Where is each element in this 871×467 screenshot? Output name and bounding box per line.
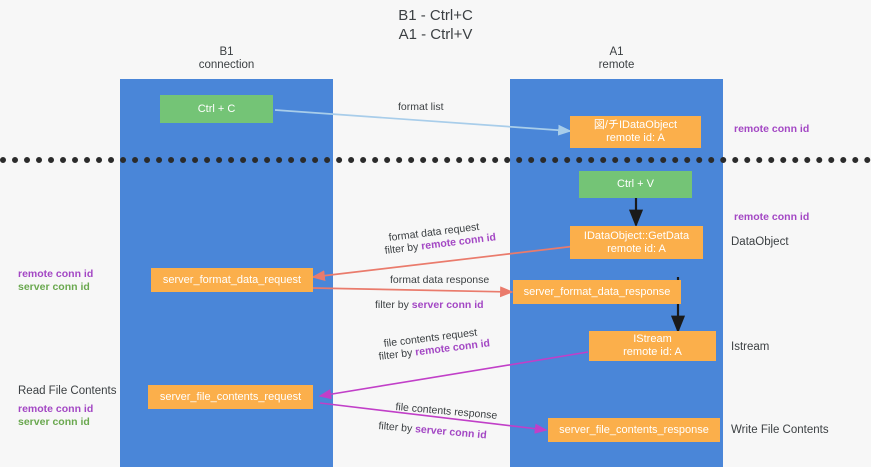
swimlane-header-b1: B1 connection	[120, 46, 333, 72]
swimlane-b1-name: B1	[219, 46, 234, 58]
node-ctrl-c[interactable]: Ctrl + C	[160, 95, 273, 123]
swimlane-b1-role: connection	[198, 59, 255, 71]
node-server-file-contents-request-label: server_file_contents_request	[159, 390, 302, 403]
node-istream-remote-id: remote id: A	[623, 346, 682, 358]
node-idataobject-getdata[interactable]: IDataObject::GetData remote id: A	[570, 226, 703, 259]
filter-by-text-2: filter by	[375, 299, 409, 311]
node-idataobject[interactable]: 図/チIDataObject remote id: A	[570, 116, 701, 148]
edge-label-format-list: format list	[398, 101, 444, 113]
node-server-format-data-request-label: server_format_data_request	[162, 273, 302, 286]
arrow-format-data-response	[312, 286, 514, 298]
server-conn-id-text-2: server conn id	[411, 299, 484, 311]
node-idataobject-label: 図/チIDataObject	[593, 119, 678, 131]
server-conn-id-text-4: server conn id	[414, 423, 488, 442]
node-server-file-contents-request[interactable]: server_file_contents_request	[148, 385, 313, 409]
title-line-2: A1 - Ctrl+V	[398, 26, 473, 43]
diagram-title: B1 - Ctrl+C A1 - Ctrl+V	[0, 6, 871, 44]
annotation-right-dataobject: DataObject	[731, 236, 789, 248]
node-istream[interactable]: IStream remote id: A	[589, 331, 716, 361]
edge-label-file-contents-response: file contents response	[394, 401, 498, 422]
filter-by-text-1: filter by	[384, 240, 420, 257]
annotation-right-istream: Istream	[731, 341, 770, 353]
edge-label-file-contents-response-filter: filter by server conn id	[378, 420, 487, 442]
annotation-right-remote-conn-id-2: remote conn id	[734, 211, 810, 223]
edge-label-format-data-response: format data response	[390, 274, 490, 286]
annotation-left-remote-conn-id-2: remote conn id	[18, 403, 94, 415]
filter-by-text-4: filter by	[377, 420, 413, 435]
filter-by-text-3: filter by	[378, 346, 414, 363]
annotation-right-remote-conn-id-1: remote conn id	[734, 123, 810, 135]
swimlane-a1-name: A1	[609, 46, 624, 58]
node-idataobject-getdata-label: IDataObject::GetData	[583, 229, 690, 242]
node-server-format-data-response[interactable]: server_format_data_response	[513, 280, 681, 304]
node-ctrl-v-label: Ctrl + V	[617, 178, 654, 190]
node-server-file-contents-response[interactable]: server_file_contents_response	[548, 418, 720, 442]
node-idataobject-remote-id: remote id: A	[606, 132, 665, 144]
title-line-1: B1 - Ctrl+C	[398, 7, 473, 24]
annotation-left-remote-conn-id-1: remote conn id	[18, 268, 94, 280]
node-idataobject-getdata-remote-id: remote id: A	[607, 242, 666, 255]
annotation-left-server-conn-id-1: server conn id	[18, 281, 90, 293]
node-server-format-data-response-label: server_format_data_response	[523, 285, 671, 298]
node-server-format-data-request[interactable]: server_format_data_request	[151, 268, 313, 292]
node-istream-label: IStream	[633, 333, 672, 345]
edge-label-format-data-response-filter: filter by server conn id	[375, 299, 484, 312]
annotation-left-server-conn-id-2: server conn id	[18, 416, 90, 428]
annotation-right-write-file-contents: Write File Contents	[731, 424, 829, 436]
swimlane-a1-role: remote	[598, 59, 635, 71]
node-ctrl-c-label: Ctrl + C	[197, 102, 236, 115]
phase-separator	[0, 157, 871, 163]
annotation-left-read-file-contents: Read File Contents	[18, 385, 117, 397]
swimlane-header-a1: A1 remote	[510, 46, 723, 72]
node-server-file-contents-response-label: server_file_contents_response	[559, 423, 709, 436]
node-ctrl-v[interactable]: Ctrl + V	[579, 171, 692, 198]
